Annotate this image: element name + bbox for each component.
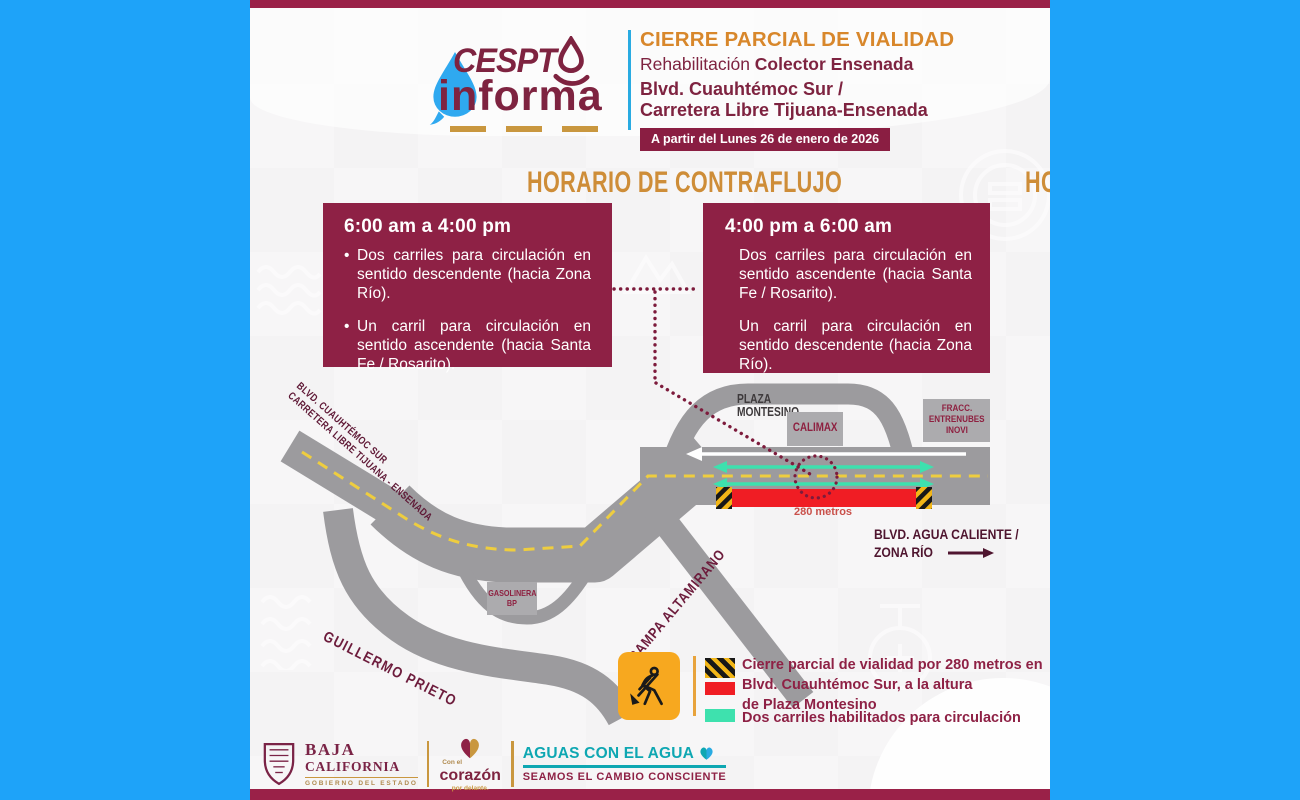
meter-doodle-icon <box>959 149 1050 241</box>
schedule-rule: Dos carriles para circulación en sentido… <box>344 247 591 304</box>
fracc-entrenubes-landmark-box: FRACC. ENTRENUBES INOVI <box>923 399 990 442</box>
open-lanes-teal-swatch <box>705 709 735 722</box>
schedule-rule: Un carril para circulación en sentido as… <box>344 318 591 375</box>
water-heart-icon <box>700 747 713 761</box>
roadwork-sign <box>618 652 680 720</box>
schedule-time-range: 6:00 am a 4:00 pm <box>344 216 512 237</box>
subtitle-prefix: Rehabilitación <box>640 54 755 74</box>
informa-blue-drop-icon <box>429 52 477 125</box>
cespt-logo-text: CESPT <box>453 42 557 80</box>
closure-segment <box>716 487 932 509</box>
corazon-sub-text: por delante. <box>451 784 489 792</box>
legend-divider-line <box>693 656 696 716</box>
subtitle: Rehabilitación Colector Ensenada <box>640 54 985 75</box>
calimax-landmark-box: CALIMAX <box>787 412 843 446</box>
hazard-stripe-swatch <box>705 658 735 678</box>
closure-red-swatch <box>705 682 735 695</box>
lane-divider-dashed-line <box>301 450 988 552</box>
informa-logo-text: informa <box>438 72 603 120</box>
plaza-montesino-label: PLAZA MONTESINO <box>737 392 813 420</box>
destination-label: BLVD. AGUA CALIENTE / ZONA RÍO <box>874 526 1035 562</box>
gasolinera-bp-landmark-box: GASOLINERA BP <box>487 582 537 615</box>
state-coat-of-arms-icon <box>263 743 295 786</box>
waves-doodle-icon <box>256 265 322 316</box>
slogan-line2: SEAMOS EL CAMBIO CONSCIENTE <box>522 770 727 783</box>
header-divider-line <box>628 30 631 130</box>
fracc-line1: FRACC. <box>941 403 972 415</box>
gov-wordmark: BAJA CALIFORNIA GOBIERNO DEL ESTADO <box>305 741 418 788</box>
schedule-time-range: 4:00 pm a 6:00 am <box>725 216 893 237</box>
legend-closure-line1: Cierre parcial de vialidad por 280 metro… <box>742 657 1043 673</box>
waves-doodle-icon <box>260 595 312 670</box>
slogan-divider-rule <box>522 765 727 768</box>
gov-line2: CALIFORNIA <box>305 758 401 774</box>
bottom-accent-bar <box>250 789 1050 800</box>
corazon-logo: Con el corazón por delante. <box>438 736 502 792</box>
corazon-top-text: Con el <box>442 759 463 766</box>
legend-closure-line3: de Plaza Montesino <box>742 697 877 713</box>
legend-closure-line2: Blvd. Cuauhtémoc Sur, a la altura <box>742 677 973 693</box>
plaza-line1: PLAZA <box>737 392 772 406</box>
gas-line2: BP <box>506 597 518 608</box>
header-titles: CIERRE PARCIAL DE VIALIDAD Rehabilitació… <box>640 28 985 151</box>
gov-line3: GOBIERNO DEL ESTADO <box>305 777 418 788</box>
valve-doodle-icon <box>868 604 932 690</box>
campaign-slogan: AGUAS CON EL AGUA SEAMOS EL CAMBIO CONSC… <box>522 744 727 783</box>
section-heading-clipped: HO <box>1025 166 1050 199</box>
schedule-rule: Dos carriles para circulación en sentido… <box>739 247 972 302</box>
gas-line1: GASOLINERA <box>487 587 537 598</box>
closure-distance-label: 280 metros <box>793 506 853 518</box>
roadworker-icon <box>630 666 663 706</box>
plaza-line2: MONTESINO <box>737 405 800 420</box>
schedule-box-day: 6:00 am a 4:00 pm Dos carriles para circ… <box>323 203 612 373</box>
corazon-main-text: corazón <box>439 766 501 784</box>
footer-logos: BAJA CALIFORNIA GOBIERNO DEL ESTADO Con … <box>262 736 727 792</box>
road-map-diagram <box>280 287 990 726</box>
destination-line1: BLVD. AGUA CALIENTE / <box>874 527 1019 542</box>
main-title: CIERRE PARCIAL DE VIALIDAD <box>640 28 955 51</box>
callout-dotted-connector <box>612 287 839 500</box>
fracc-line3: INOVI <box>945 424 968 436</box>
legend-lanes-text: Dos carriles habilitados para circulació… <box>742 708 1021 728</box>
footer-divider-line <box>511 741 514 787</box>
section-heading: HORARIO DE CONTRAFLUJO <box>527 166 843 199</box>
top-accent-bar <box>250 0 1050 8</box>
mountain-doodle-icon <box>622 254 692 294</box>
destination-line2: ZONA RÍO <box>874 545 933 561</box>
fracc-line2: ENTRENUBES <box>928 414 985 426</box>
footer-divider-line <box>426 741 430 787</box>
gov-line1: BAJA <box>305 739 356 759</box>
header-white-swoosh <box>250 8 1050 136</box>
schedule-rule: Un carril para circulación en sentido de… <box>739 317 972 373</box>
legend-lanes-line1: Dos carriles habilitados para circulació… <box>742 710 1021 726</box>
subtitle-project: Colector Ensenada <box>754 54 914 74</box>
schedule-box-night: 4:00 pm a 6:00 am Dos carriles para circ… <box>703 203 990 373</box>
road-name-line1: Blvd. Cuauhtémoc Sur / <box>640 79 844 99</box>
legend-closure-text: Cierre parcial de vialidad por 280 metro… <box>742 655 1043 715</box>
calimax-label: CALIMAX <box>792 422 838 435</box>
cespt-drop-icon <box>553 36 590 86</box>
road-name-line2: Carretera Libre Tijuana-Ensenada <box>640 99 928 120</box>
right-arrow-icon <box>947 548 994 559</box>
slogan-line1: AGUAS CON EL AGUA <box>522 744 695 762</box>
logo-dashed-underline <box>450 126 614 132</box>
white-direction-arrow <box>686 447 966 461</box>
poster-canvas: CESPT informa CIERRE PARCIAL DE VIALIDAD… <box>250 0 1050 800</box>
heart-icon <box>461 738 480 759</box>
start-date-badge: A partir del Lunes 26 de enero de 2026 <box>640 127 891 151</box>
